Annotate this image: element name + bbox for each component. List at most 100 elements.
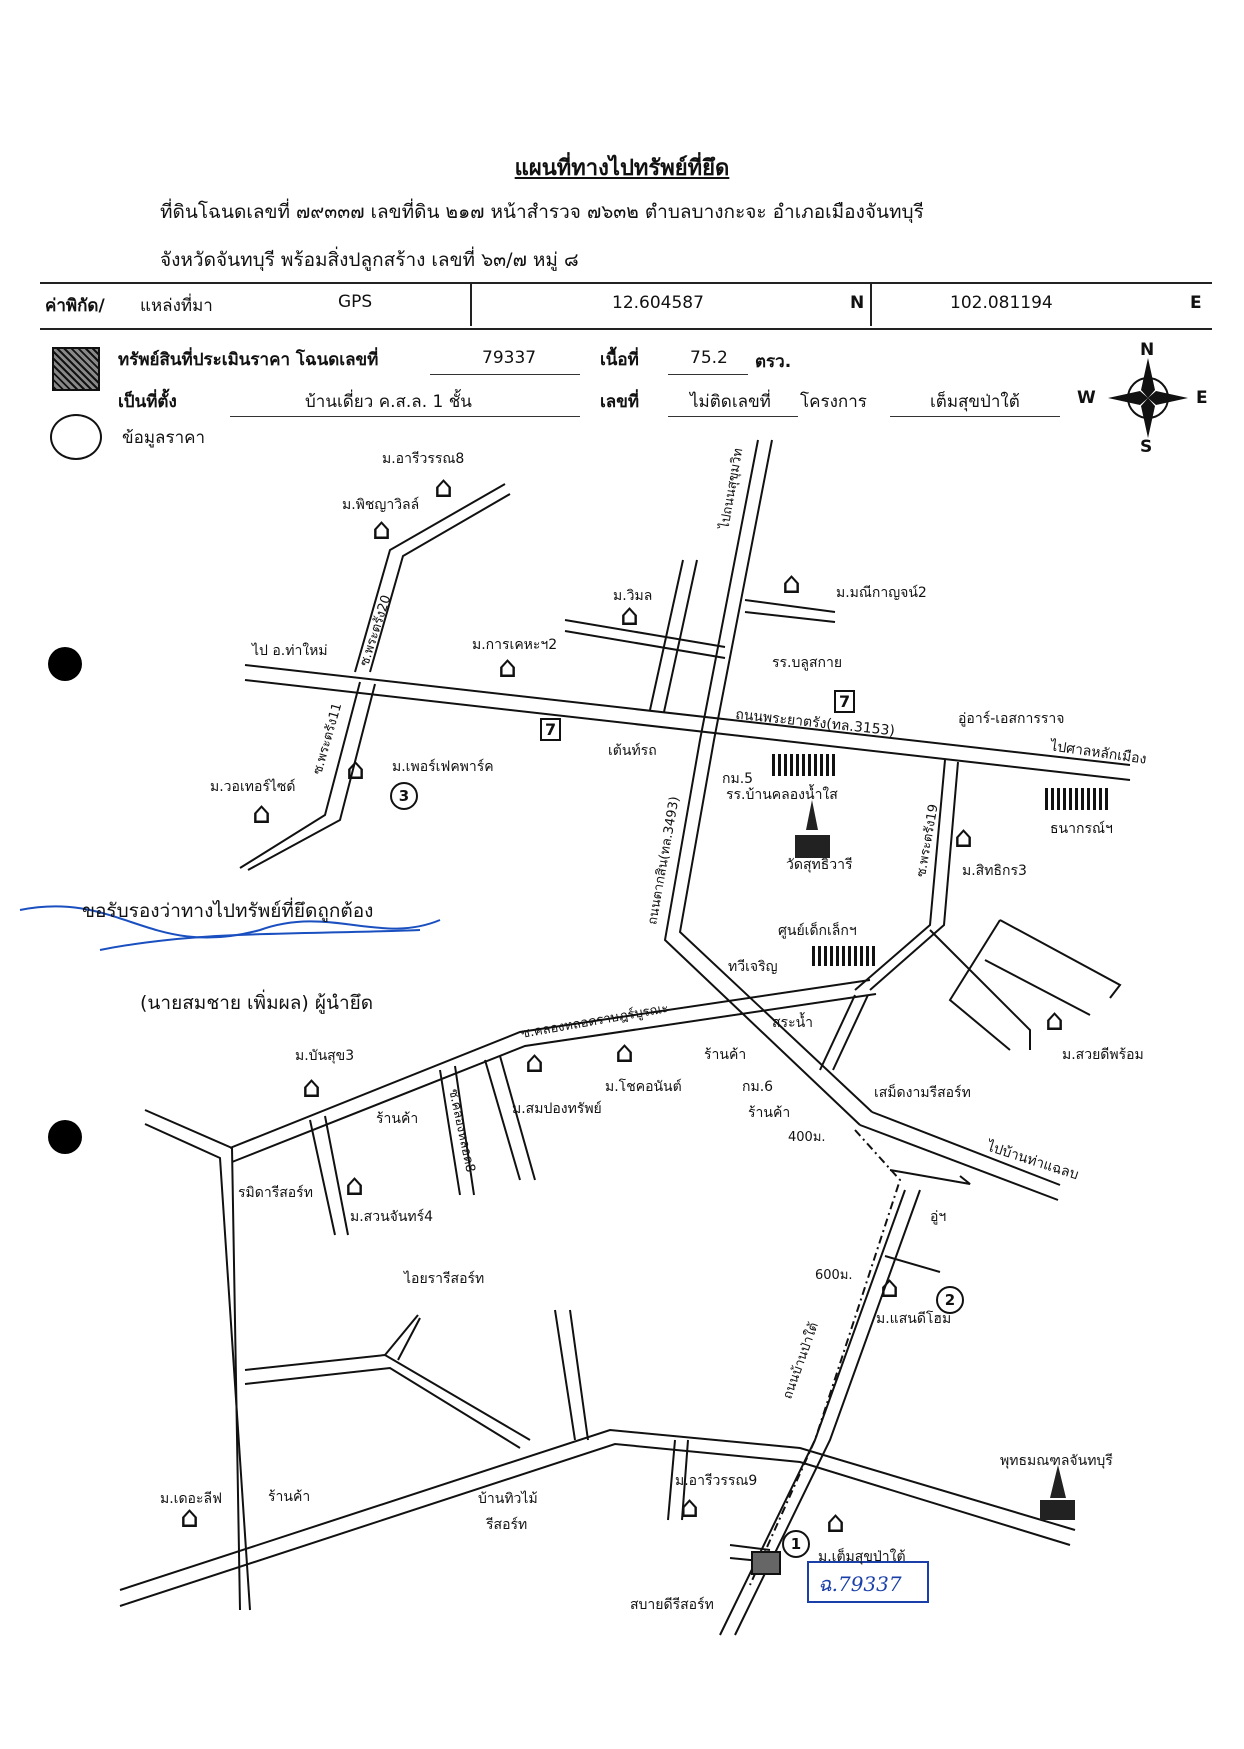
house-icon: ⌂ [180,1500,200,1535]
convenience-store-icon: 7 [540,718,562,741]
handwritten-deed-note: ฉ.79337 [818,1572,902,1596]
school-building-icon [772,754,838,776]
building-icon [1045,788,1111,810]
label-m-saendee: ม.แสนดีโฮม [876,1311,952,1327]
label-m-arivan9: ม.อารีวรรณ9 [675,1473,758,1489]
price-circle-symbol [50,414,102,460]
latitude-dir: N [850,293,865,313]
deed-description-line1: ที่ดินโฉนดเลขที่ ๗๙๓๓๗ เลขที่ดิน ๒๑๗ หน้… [160,201,924,223]
label-school-khlong: รร.บ้านคลองน้ำใส [726,787,838,803]
coords-label: ค่าพิกัด/ [45,296,105,316]
label-temple: วัดสุทธิวารี [786,857,853,873]
label-m-arivan8: ม.อารีวรรณ8 [382,451,465,467]
latitude-value: 12.604587 [612,293,704,313]
label-childcare: ศูนย์เด็กเล็กฯ [778,923,857,939]
page-title: แผนที่ทางไปทรัพย์ที่ยึด [514,156,730,181]
label-m-wimon: ม.วิมล [613,588,653,604]
location-label: เป็นที่ตั้ง [118,392,177,412]
label-m-bansuk: ม.บันสุข3 [295,1048,355,1064]
punch-hole [48,1120,82,1154]
table-bottom-border [40,328,1212,330]
compass-n: N [1140,340,1155,360]
house-icon: ⌂ [345,1168,365,1203]
label-resort-sabai: สบายดีรีสอร์ท [630,1597,714,1613]
label-dist600: 600ม. [815,1268,853,1283]
house-icon: ⌂ [782,566,802,601]
longitude-value: 102.081194 [950,293,1053,313]
house-icon: ⌂ [434,470,454,505]
number-label: เลขที่ [600,392,640,412]
house-icon: ⌂ [880,1270,900,1305]
label-km6: กม.6 [742,1079,774,1095]
compass-w: W [1077,388,1096,408]
compass-e: E [1196,388,1208,408]
deed-description-line2: จังหวัดจันทบุรี พร้อมสิ่งปลูกสร้าง เลขที… [160,249,579,271]
label-to-thamai: ไป อ.ท่าใหม่ [252,643,328,659]
cell-divider [870,284,872,326]
price-label: ข้อมูลราคา [122,428,206,448]
certify-signer: (นายสมชาย เพิ่มผล) ผู้นำยึด [140,992,374,1014]
underline [230,416,580,417]
project-value: เต็มสุขป่าใต้ [930,392,1020,412]
label-dist400: 400ม. [788,1130,826,1145]
label-shop3: ร้านค้า [748,1105,791,1121]
label-m-somploi: ม.สมปองทรัพย์ [512,1101,602,1117]
house-icon: ⌂ [372,512,392,547]
label-m-suai: ม.สวยดีพร้อม [1062,1047,1144,1063]
label-shop4: ร้านค้า [268,1489,311,1505]
label-school-bulsak: รร.บลูสกาย [772,655,843,671]
house-icon: ⌂ [954,820,974,855]
label-m-karnkeha2: ม.การเคหะฯ2 [472,637,558,653]
underline [890,416,1060,417]
label-resort-semet: เสม็ดงามรีสอร์ท [874,1085,971,1101]
label-m-sittikorn: ม.สิทธิกร3 [962,863,1027,879]
project-label: โครงการ [800,392,867,412]
house-icon: ⌂ [620,598,640,633]
location-value: บ้านเดี่ยว ค.ส.ล. 1 ชั้น [305,392,472,412]
label-thakorn: ธนากรณ์ฯ [1050,821,1113,837]
punch-hole [48,647,82,681]
label-buddha: พุทธมณฑลจันทบุรี [1000,1453,1113,1469]
label-shop2: ร้านค้า [704,1047,747,1063]
certify-statement: ขอรับรองว่าทางไปทรัพย์ที่ยึดถูกต้อง [82,900,374,922]
house-icon: ⌂ [826,1505,846,1540]
deed-number: 79337 [482,348,537,368]
label-taweecharoen: ทวีเจริญ [728,959,778,975]
asset-label: ทรัพย์สินที่ประเมินราคา โฉนดเลขที่ [118,350,379,370]
label-km5: กม.5 [722,771,754,787]
label-m-temsuk: ม.เต็มสุขป่าใต้ [818,1549,906,1565]
label-resort-thiwmai: บ้านทิวไม้ [478,1491,538,1507]
asset-hatch-swatch [52,347,100,391]
area-unit: ตรว. [755,352,792,372]
label-cu: อู่ฯ [930,1209,947,1225]
house-icon: ⌂ [615,1035,635,1070]
label-resort-aiyara: ไอยรารีสอร์ท [404,1271,485,1287]
convenience-store-icon: 7 [834,690,856,713]
label-m-manee: ม.มณีกาญจน์2 [836,585,927,601]
source-value: GPS [338,292,373,312]
source-label: แหล่งที่มา [140,296,213,316]
label-resort-ramida: รมิดารีสอร์ท [238,1185,313,1201]
label-pond: สระน้ำ [772,1015,814,1031]
label-m-theleaf: ม.เดอะลีฟ [160,1491,222,1507]
marker-3: 3 [390,782,418,810]
label-m-phitchaya: ม.พิชญาวิลล์ [342,497,420,513]
label-m-chokanan: ม.โชคอนันต์ [605,1079,682,1095]
house-icon: ⌂ [302,1070,322,1105]
table-top-border [40,282,1212,284]
area-value: 75.2 [690,348,728,368]
label-m-perfect: ม.เพอร์เฟคพาร์ค [392,759,494,775]
label-cu-are: อู่อาร์-เอสการราจ [958,711,1065,727]
longitude-dir: E [1190,293,1202,313]
underline [668,374,748,375]
label-tent: เต้นท์รถ [608,743,657,759]
house-icon: ⌂ [525,1045,545,1080]
underline [668,416,798,417]
area-label: เนื้อที่ [600,350,639,370]
label-shop1: ร้านค้า [376,1111,419,1127]
house-icon: ⌂ [498,650,518,685]
house-icon: ⌂ [252,796,272,831]
underline [430,374,580,375]
label-m-water: ม.วอเทอร์ไซด์ [210,779,296,795]
